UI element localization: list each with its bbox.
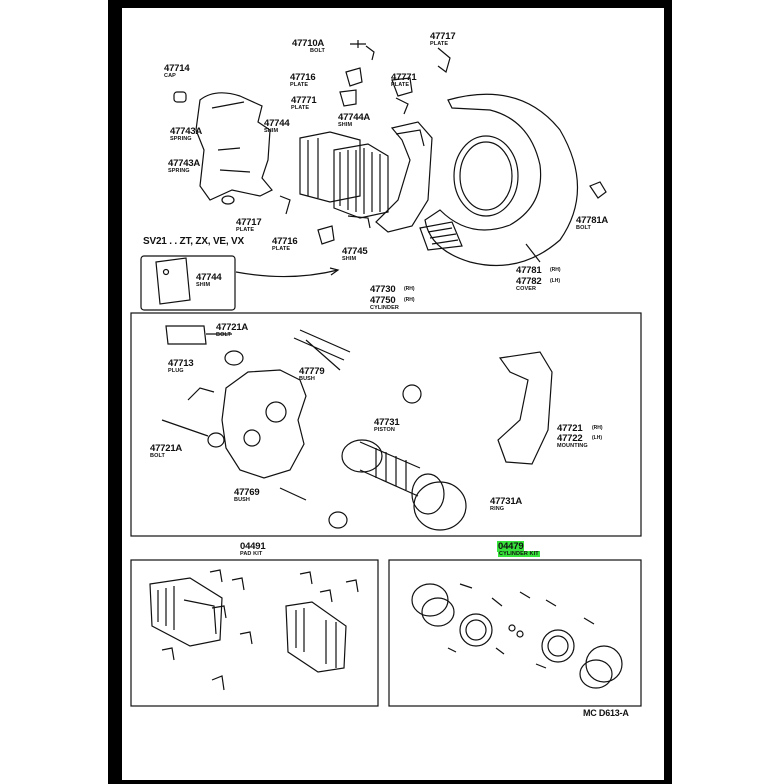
part-name-spring: SPRING [170,136,192,142]
part-number-47717: 47717 [236,217,262,228]
dust-cover [419,93,579,267]
highlight-04479: 04479 [497,541,525,552]
cylinder-assembly [161,325,422,529]
part-number-47731: 47731 [374,417,400,428]
part-number-47710A: 47710A [292,38,325,49]
part-name-mounting: MOUNTING [557,443,588,449]
part-name-bush: BUSH [299,376,315,382]
part-name-bolt: BOLT [310,48,325,54]
part-name-plate: PLATE [430,41,449,47]
part-number-47730: 47730 [370,284,396,295]
part-name-ring: RING [490,506,505,512]
part-name-cover: COVER [516,286,537,292]
part-name-bolt: BOLT [576,225,591,231]
part-name-spring: SPRING [168,168,190,174]
part-number-47769: 47769 [234,487,260,498]
part-number-47722: 47722 [557,433,583,444]
pad-kit-parts [149,569,359,691]
pad-kit-box [130,559,379,707]
inset-arrow-head [329,267,340,276]
part-number-47771: 47771 [391,72,417,83]
part-number-04491: 04491 [240,541,266,552]
part-name-plate: PLATE [391,82,410,88]
piston [341,439,467,531]
mounting-bracket [497,351,553,465]
inset-shim [155,257,191,305]
part-number-47716: 47716 [272,236,298,247]
side-code-rh: (RH) [550,267,561,273]
part-name-bolt: BOLT [150,453,165,459]
part-name-plate: PLATE [272,246,291,252]
inset-arrow [235,269,339,278]
cylinder-group-box [130,312,642,537]
part-number-47743A: 47743A [168,158,201,169]
part-name-plate: PLATE [290,82,309,88]
part-name-bush: BUSH [234,497,250,503]
part-name-plug: PLUG [168,368,184,374]
side-code-lh: (LH) [550,278,560,284]
part-name-plate: PLATE [236,227,255,233]
part-number-04479-highlighted: 04479 [497,541,525,552]
shim-inset-box [140,255,236,311]
part-name-cap: CAP [164,73,176,79]
pads-upper [299,131,389,219]
part-number-47721A: 47721A [150,443,183,454]
part-number-47721A: 47721A [216,322,249,333]
cylinder-kit-box [388,559,642,707]
part-name-bolt: BOLT [216,332,231,338]
side-code-rh: (RH) [592,425,603,431]
inset-shim-hole [162,268,170,276]
part-number-47782: 47782 [516,276,542,287]
figure-code: MC D613-A [583,708,629,718]
part-name-cylinder: CYLINDER [370,305,399,311]
hardware-upper [173,40,607,245]
mounting-upper [375,121,433,233]
part-number-47743A: 47743A [170,126,203,137]
part-number-47716: 47716 [290,72,316,83]
part-name-plate: PLATE [291,105,310,111]
side-code-lh: (RH) [404,297,415,303]
part-number-47779: 47779 [299,366,325,377]
part-number-47717: 47717 [430,31,456,42]
part-name-shim: SHIM [196,282,211,288]
part-number-47721: 47721 [557,423,583,434]
part-name-piston: PISTON [374,427,395,433]
part-number-47745: 47745 [342,246,368,257]
part-number-47714: 47714 [164,63,190,74]
part-number-47713: 47713 [168,358,194,369]
side-code-lh: (LH) [592,435,602,441]
part-name-shim: SHIM [264,128,279,134]
part-name-shim: SHIM [342,256,357,262]
side-code-rh: (RH) [404,286,415,292]
highlight-cylinder-kit: CYLINDER KIT [498,551,540,557]
part-name-pad-kit: PAD KIT [240,551,263,557]
part-number-47781: 47781 [516,265,542,276]
part-number-47750: 47750 [370,295,396,306]
part-number-47731A: 47731A [490,496,523,507]
part-number-47744: 47744 [264,118,290,129]
caliper-upper [195,92,273,205]
model-note: SV21 . . ZT, ZX, VE, VX [143,236,244,247]
cylinder-kit-parts [411,583,623,689]
part-number-47744-inset: 47744 [196,272,222,283]
part-name-shim: SHIM [338,122,353,128]
part-number-47781A: 47781A [576,215,609,226]
part-number-47744A: 47744A [338,112,371,123]
part-number-47771: 47771 [291,95,317,106]
part-name-cylinder-kit: CYLINDER KIT [498,551,540,558]
